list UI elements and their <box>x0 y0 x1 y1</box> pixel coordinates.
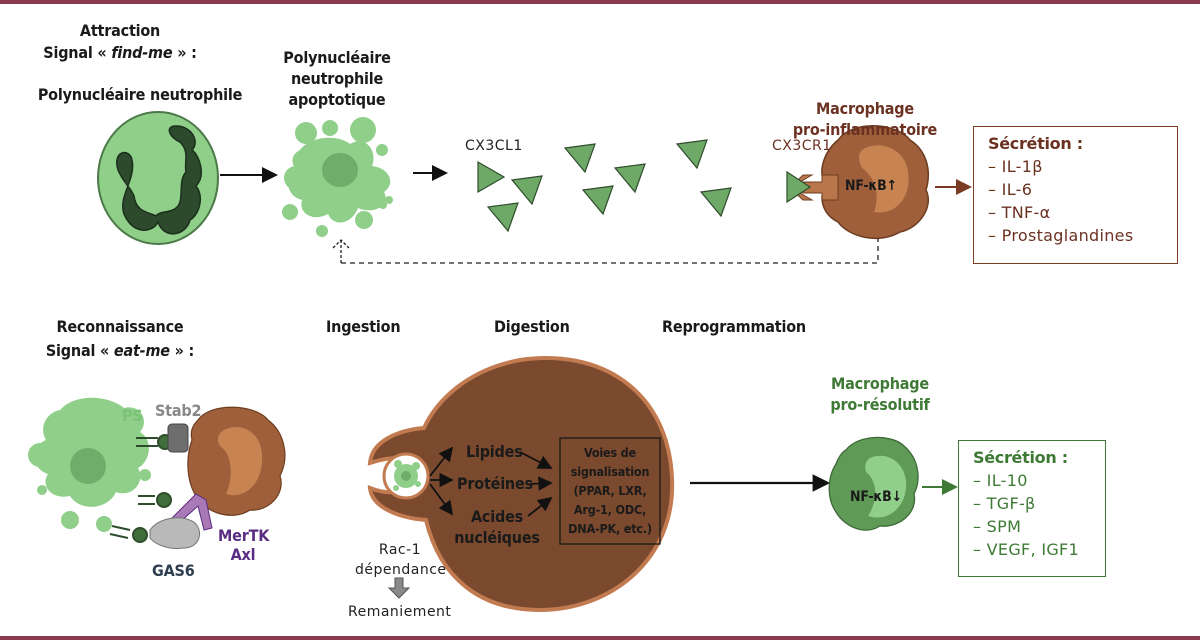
inflam-secretion-item: – IL-6 <box>988 180 1033 199</box>
rac1-line-2: dépendance <box>355 562 447 578</box>
attraction-title: Attraction <box>79 21 161 40</box>
cx3cl1-molecules <box>477 139 732 233</box>
signal-suffix: » : <box>169 341 195 360</box>
recognition-apoptotic-cell-icon <box>28 397 151 532</box>
cx3cl1-triangle-icon <box>477 160 506 194</box>
arrow-to-acides <box>429 483 454 516</box>
resol-secretion-item: – IL-10 <box>973 471 1028 490</box>
axl-label: Axl <box>230 545 256 564</box>
arrow-acides-to-signaling <box>527 496 553 517</box>
macro-resol-line-2: pro-résolutif <box>830 395 930 414</box>
arrow-to-lipides <box>429 446 454 477</box>
signal-suffix: » : <box>172 43 197 62</box>
eat-me-term: eat-me <box>113 341 170 360</box>
gas6-label: GAS6 <box>152 561 195 580</box>
macro-resol-line-1: Macrophage <box>831 374 929 393</box>
recognition-title: Reconnaissance <box>56 317 184 336</box>
stab2-label: Stab2 <box>155 401 202 420</box>
mertk-label: MerTK <box>218 526 270 545</box>
cx3cl1-triangle-icon <box>486 202 519 233</box>
top-border-rule <box>0 0 1200 4</box>
find-me-signal-label: Signal « find-me » : <box>30 42 210 63</box>
step-digestion: Digestion <box>494 317 570 336</box>
inflam-secretion-item: – Prostaglandines <box>988 226 1134 245</box>
nfkb-up-label: NF-κB↑ <box>845 178 897 194</box>
resol-secretion-item: – TGF-β <box>973 494 1036 513</box>
resolutive-secretion-box: Sécrétion : – IL-10 – TGF-β – SPM – VEGF… <box>958 440 1106 577</box>
signaling-line: signalisation <box>570 464 650 479</box>
inflammatory-secretion-box: Sécrétion : – IL-1β – IL-6 – TNF-α – Pro… <box>973 126 1178 264</box>
macro-inflam-line-1: Macrophage <box>816 99 914 118</box>
proresolutive-macrophage-label: Macrophage pro-résolutif <box>805 373 955 415</box>
proinflammatory-macrophage-icon <box>786 125 930 240</box>
apoptotic-neutrophil-icon <box>282 117 393 237</box>
proresolutive-macrophage-icon <box>828 436 919 531</box>
nfkb-down-label: NF-κB↓ <box>850 489 902 505</box>
inflam-secretion-title: Sécrétion : <box>988 134 1083 153</box>
acides-nucleiques-label: Acides nucléiques <box>452 506 542 548</box>
apoptotic-line-1: Polynucléaire <box>283 48 391 67</box>
signaling-line: Voies de <box>584 445 636 460</box>
cx3cr1-label: CX3CR1 <box>772 138 832 154</box>
arrow-lipides-to-signaling <box>519 451 553 469</box>
cx3cl1-triangle-icon <box>675 139 708 170</box>
cx3cl1-triangle-icon <box>581 185 614 216</box>
cx3cl1-triangle-icon <box>699 187 732 218</box>
step-ingestion: Ingestion <box>326 317 401 336</box>
signal-prefix: Signal « <box>43 43 112 62</box>
find-me-term: find-me <box>111 43 173 62</box>
apoptotic-line-3: apoptotique <box>288 90 386 109</box>
down-arrow-icon <box>387 577 411 599</box>
digestion-arrows <box>429 446 553 517</box>
cx3cl1-label: CX3CL1 <box>465 138 523 154</box>
inflam-secretion-item: – IL-1β <box>988 157 1043 176</box>
cx3cl1-triangle-icon <box>510 175 543 206</box>
signaling-line: (PPAR, LXR, <box>573 483 647 498</box>
rac1-dependance-label: Rac-1 dépendance <box>355 540 447 580</box>
acides-line-2: nucléiques <box>454 528 540 547</box>
proteines-label: Protéines <box>457 474 533 493</box>
signaling-line: Arg-1, ODC, <box>573 502 647 517</box>
signaling-pathways-text: Voies de signalisation (PPAR, LXR, Arg-1… <box>560 443 660 538</box>
cx3cl1-triangle-icon <box>563 143 596 174</box>
dashed-feedback-arrowhead <box>332 239 350 263</box>
step-reprogrammation: Reprogrammation <box>662 317 806 336</box>
acides-line-1: Acides <box>470 507 524 526</box>
ps-label: PS <box>122 406 143 425</box>
gas6-protein-icon <box>149 517 200 549</box>
neutrophil-label: Polynucléaire neutrophile <box>37 85 243 104</box>
recognition-macrophage-icon <box>187 406 286 516</box>
bottom-border-rule <box>0 636 1200 640</box>
rac1-line-1: Rac-1 <box>378 542 422 558</box>
eat-me-signal-label: Signal « eat-me » : <box>30 340 210 361</box>
signaling-line: DNA-PK, etc.) <box>568 521 652 536</box>
signaling-pathways-box <box>559 437 661 545</box>
arrow-proteines-to-signaling <box>529 476 553 491</box>
resol-secretion-item: – VEGF, IGF1 <box>973 540 1080 559</box>
remaniement-label: Remaniement <box>348 604 452 620</box>
signal-prefix: Signal « <box>45 341 114 360</box>
neutrophil-cell-icon <box>97 111 219 245</box>
inflam-secretion-item: – TNF-α <box>988 203 1051 222</box>
cx3cl1-triangle-icon <box>613 163 646 194</box>
proinflammatory-macrophage-label: Macrophage pro-inflammatoire <box>790 98 940 140</box>
resol-secretion-item: – SPM <box>973 517 1022 536</box>
stab2-receptor-icon <box>167 423 189 453</box>
macro-inflam-line-2: pro-inflammatoire <box>792 120 938 139</box>
digesting-macrophage-icon <box>367 356 675 613</box>
lipides-label: Lipides <box>466 442 523 461</box>
apoptotic-neutrophil-label: Polynucléaire neutrophile apoptotique <box>272 47 402 110</box>
apoptotic-line-2: neutrophile <box>290 69 384 88</box>
resol-secretion-title: Sécrétion : <box>973 448 1068 467</box>
dashed-feedback-line <box>341 238 879 264</box>
